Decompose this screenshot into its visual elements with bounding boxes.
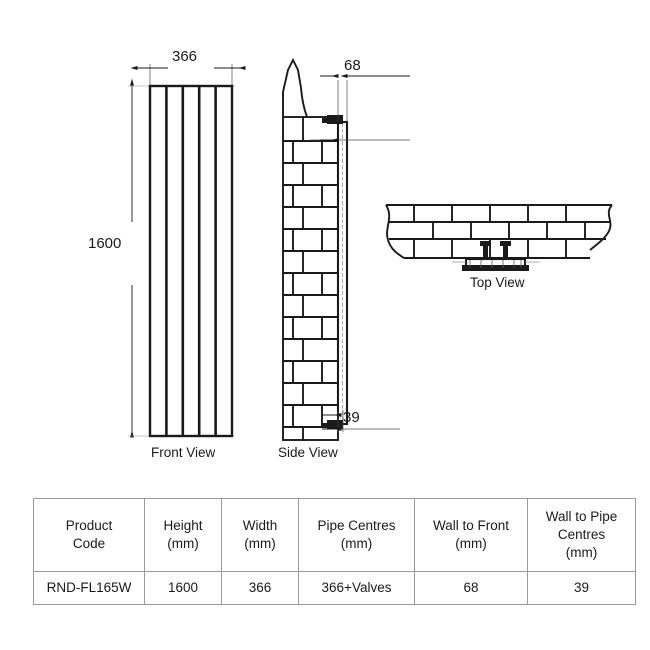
- header-text-line: Wall to Pipe: [545, 509, 618, 525]
- header-width: Width (mm): [221, 498, 299, 572]
- header-text-line: Height: [163, 518, 203, 534]
- cell-height: 1600: [144, 571, 222, 605]
- cell-product-code: RND-FL165W: [33, 571, 145, 605]
- top-view-label: Top View: [470, 275, 525, 290]
- side-wall-brick-joints: [292, 117, 323, 440]
- header-text-line: Centres: [557, 527, 606, 543]
- top-wall-body: [386, 204, 612, 259]
- side-view-group: [282, 57, 410, 441]
- header-wall-to-front: Wall to Front (mm): [414, 498, 528, 572]
- front-view-group: [128, 64, 246, 438]
- header-text-line: (mm): [565, 544, 598, 560]
- front-radiator-body: [148, 84, 234, 438]
- header-text-line: (mm): [455, 536, 487, 551]
- front-panel-dividers: [165, 87, 217, 435]
- top-wall-break-right: [589, 204, 613, 251]
- header-text-line: Code: [72, 536, 106, 551]
- side-view-label: Side View: [278, 445, 338, 460]
- header-text-line: (mm): [244, 536, 276, 551]
- specification-table: Product Code Height (mm) Width (mm) Pipe…: [33, 498, 636, 605]
- top-wall-brick-joints: [413, 205, 586, 258]
- side-bracket-top: [322, 115, 343, 124]
- spec-table-container: Product Code Height (mm) Width (mm) Pipe…: [33, 498, 636, 605]
- dim-label-wall-to-front-68: 68: [344, 57, 361, 74]
- dim-label-wall-to-pipe-39: 39: [343, 409, 360, 426]
- spec-table-head: Product Code Height (mm) Width (mm) Pipe…: [33, 498, 636, 572]
- header-text-line: Wall to Front: [432, 518, 510, 534]
- header-text-line: Product: [65, 518, 113, 534]
- dim-39-group: [322, 410, 400, 432]
- header-text-line: Pipe Centres: [317, 518, 396, 534]
- dim-366-group: [130, 64, 246, 88]
- top-radiator-body: [452, 257, 540, 271]
- side-wall-body: [282, 116, 339, 441]
- header-wall-to-pipe-centres: Wall to Pipe Centres (mm): [527, 498, 636, 572]
- spec-table-body: RND-FL165W 1600 366 366+Valves 68 39: [33, 571, 636, 605]
- top-view-group: [385, 204, 613, 271]
- header-product-code: Product Code: [33, 498, 145, 572]
- front-view-label: Front View: [151, 445, 216, 460]
- top-pipe-stubs: [480, 241, 511, 261]
- top-wall-break-left: [385, 204, 405, 259]
- cell-wall-to-front: 68: [414, 571, 528, 605]
- dim-68-group: [310, 73, 410, 143]
- header-text-line: (mm): [167, 536, 199, 551]
- header-text-line: Width: [242, 518, 278, 534]
- cell-width: 366: [221, 571, 299, 605]
- dim-label-height-1600: 1600: [88, 235, 122, 252]
- header-text-line: (mm): [340, 536, 373, 551]
- header-pipe-centres: Pipe Centres (mm): [298, 498, 415, 572]
- dim-label-width-366: 366: [172, 48, 198, 65]
- header-height: Height (mm): [144, 498, 222, 572]
- table-row: RND-FL165W 1600 366 366+Valves 68 39: [33, 571, 636, 605]
- cell-wall-to-pipe: 39: [527, 571, 636, 605]
- cell-pipe-centres: 366+Valves: [298, 571, 415, 605]
- side-bracket-bottom: [322, 420, 343, 429]
- table-header-row: Product Code Height (mm) Width (mm) Pipe…: [33, 498, 636, 572]
